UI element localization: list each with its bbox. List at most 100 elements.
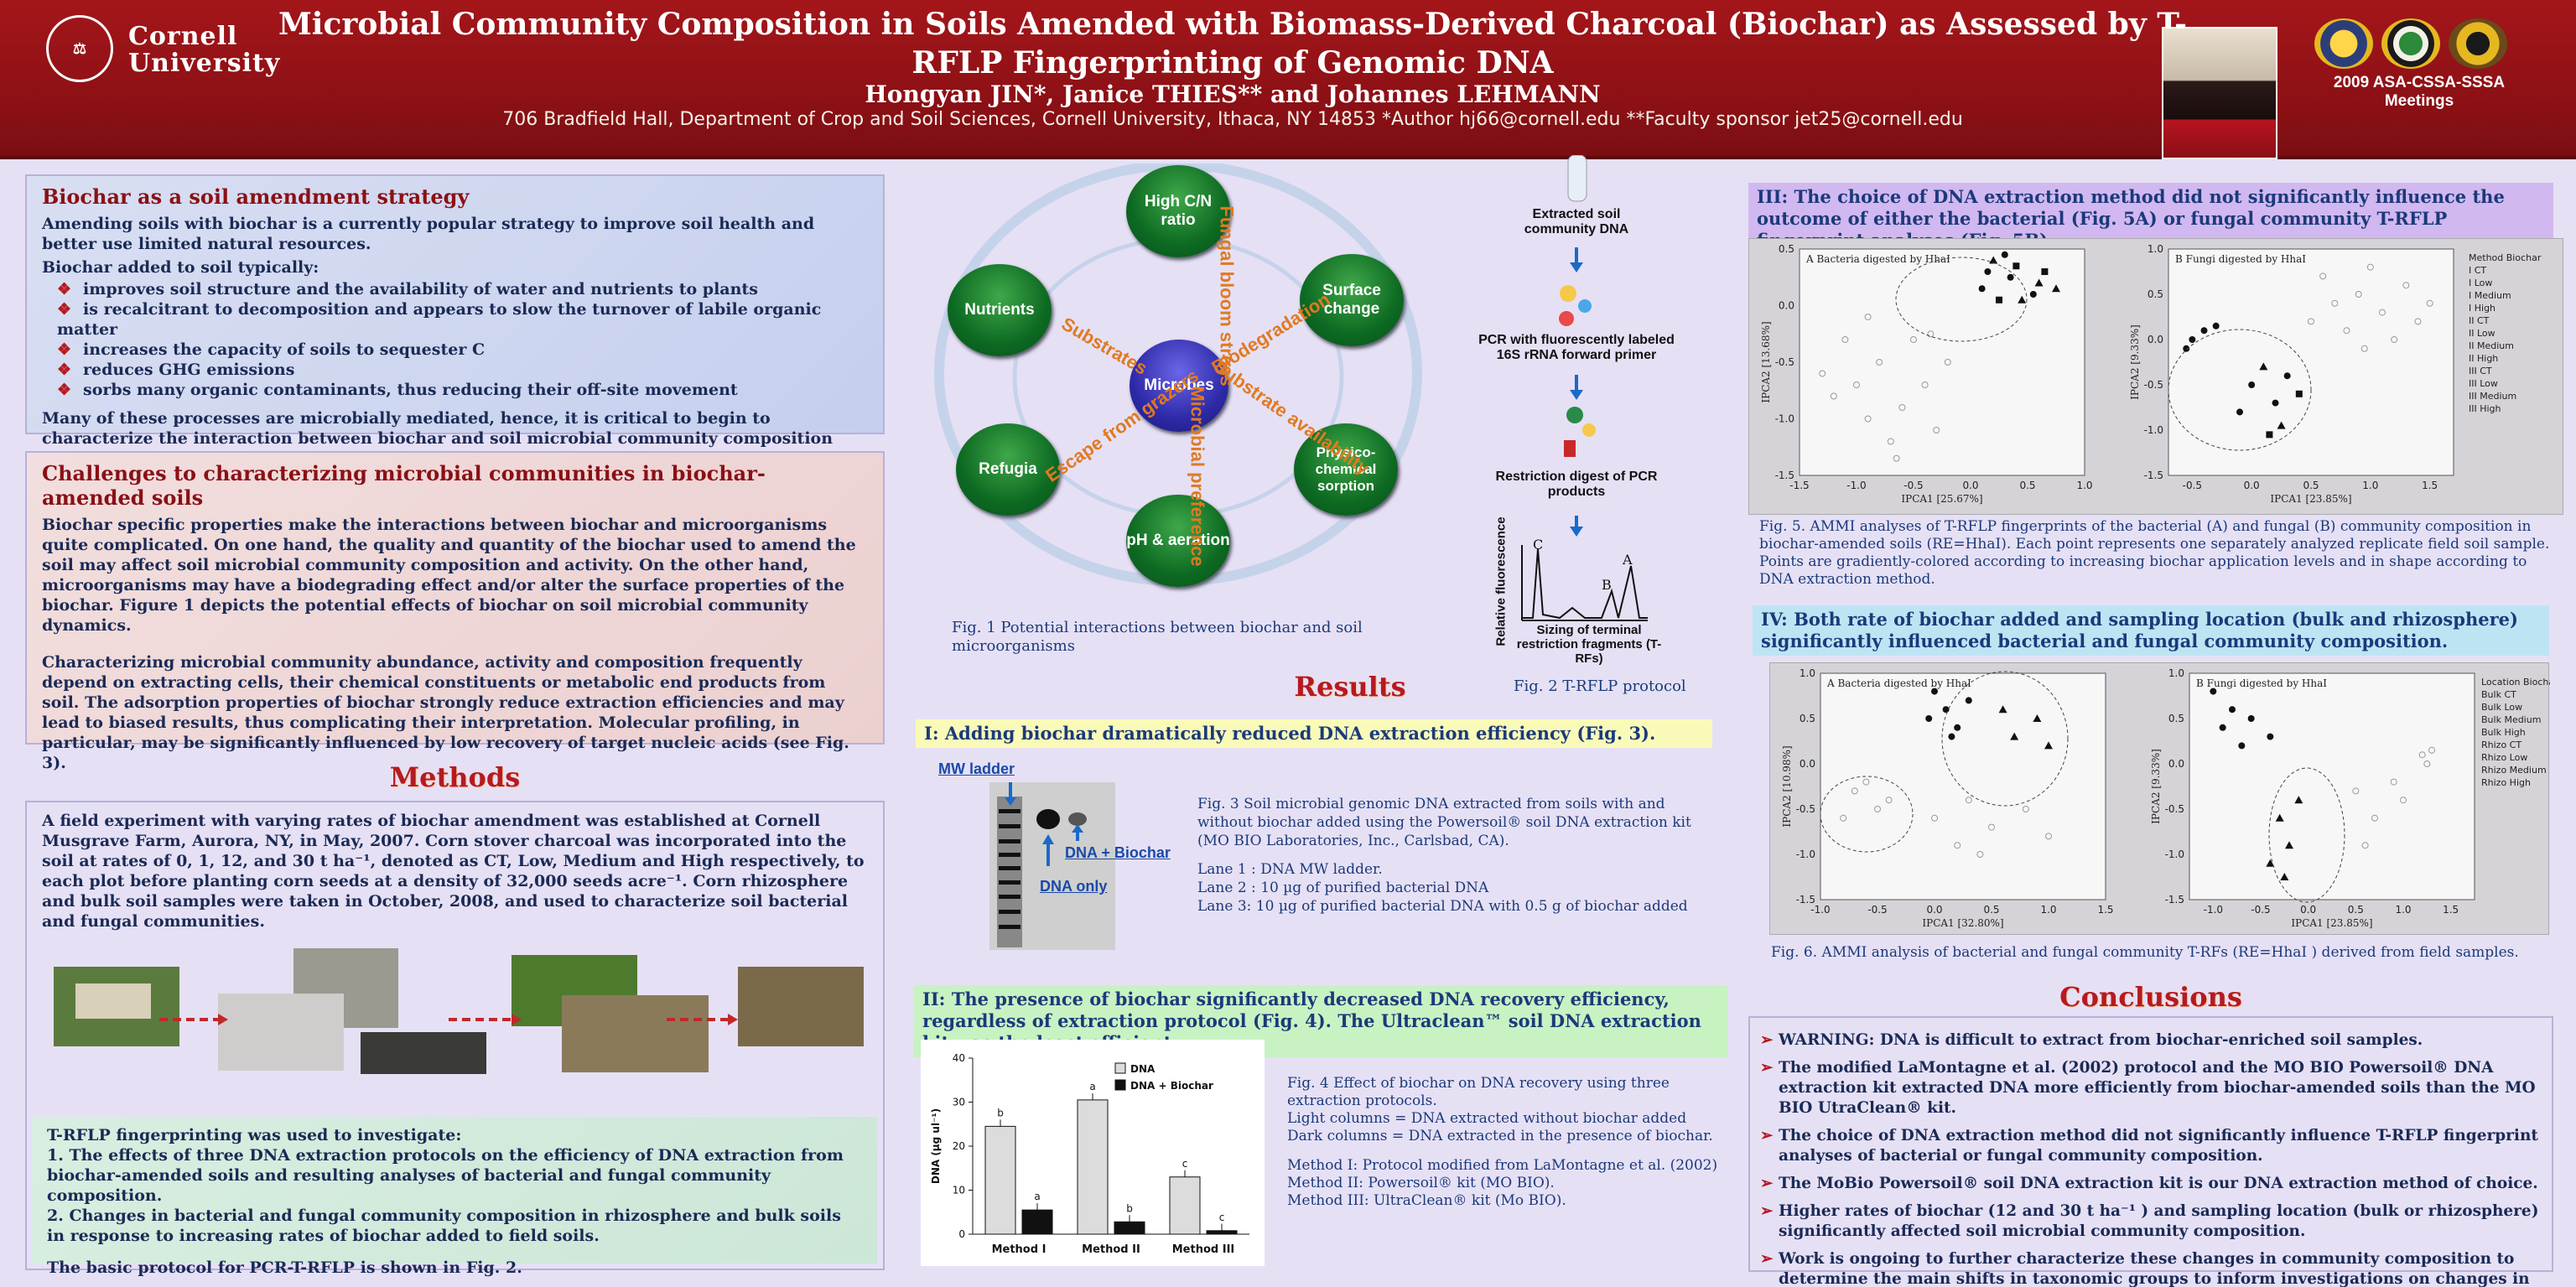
meetings-label: 2009 ASA-CSSA-SSSA Meetings [2333, 74, 2506, 110]
significance-letter: b [1126, 1202, 1133, 1214]
x-tick-label: -1.0 [2204, 904, 2223, 916]
legend-entry: Method Biochar [2469, 252, 2542, 263]
list-item: is recalcitrant to decomposition and app… [57, 299, 868, 340]
data-point [2379, 309, 2386, 316]
data-point [2390, 778, 2397, 786]
data-point [1864, 314, 1872, 320]
cornell-seal-icon: ⚖ [46, 15, 113, 82]
x-axis-label: IPCA1 [32.80%] [1922, 917, 2003, 929]
legend-swatch [1114, 1062, 1126, 1074]
data-point [2295, 390, 2303, 397]
y-tick-label: 0.5 [1800, 713, 1815, 724]
legend-entry: III Medium [2469, 391, 2516, 402]
data-point [1948, 733, 1955, 740]
y-axis-label: IPCA2 [9.33%] [2150, 749, 2162, 824]
data-point [1830, 392, 1837, 400]
cluster-ellipse [1895, 257, 2028, 342]
methods-heading: Methods [389, 761, 521, 793]
step-extracted-dna: Extracted soil community DNA [1524, 207, 1629, 236]
x-tick-label: Method III [1172, 1243, 1235, 1256]
y-tick-label: 1.0 [2168, 667, 2184, 679]
y-axis-label: DNA (µg ul⁻¹) [930, 1108, 942, 1184]
conclusion-item: The MoBio Powersoil® soil DNA extraction… [1760, 1174, 2542, 1194]
y-tick-label: -1.5 [1775, 470, 1794, 481]
fig2-caption: Fig. 2 T-RFLP protocol [1514, 677, 1686, 695]
x-tick-label: 0.5 [1983, 904, 1999, 916]
x-tick-label: Method II [1082, 1243, 1140, 1256]
fig2-xlabel: Sizing of terminal restriction fragments… [1516, 623, 1662, 666]
data-point [1841, 336, 1849, 343]
x-tick-label: 0.5 [2348, 904, 2364, 916]
x-tick-label: 0.5 [2019, 480, 2035, 491]
y-tick-label: 30 [953, 1097, 965, 1108]
methods-para: A field experiment with varying rates of… [42, 812, 865, 931]
methods-section: A field experiment with varying rates of… [25, 801, 885, 1270]
data-point [1931, 688, 1938, 695]
x-axis-label: IPCA1 [25.67%] [1901, 493, 1982, 505]
data-point [2229, 706, 2236, 714]
corn-roots-photo [738, 967, 864, 1046]
legend-entry: Rhizo High [2481, 777, 2531, 788]
biochar-list-intro: Biochar added to soil typically: [42, 258, 319, 277]
data-point [2285, 841, 2293, 849]
university-name-line1: Cornell [128, 22, 238, 51]
x-tick-label: 0.0 [2244, 480, 2260, 491]
data-point [1965, 797, 1972, 804]
x-tick-label: 1.5 [2422, 480, 2438, 491]
y-tick-label: -0.5 [2165, 803, 2184, 815]
y-tick-label: 0 [958, 1228, 965, 1240]
data-point [2052, 284, 2060, 293]
legend-entry: II Low [2469, 328, 2496, 339]
node-surface-change: Surface change [1300, 254, 1404, 346]
data-point [2423, 760, 2431, 767]
gel-dna-only-label: DNA only [1040, 878, 1108, 895]
data-point [2352, 787, 2360, 795]
fig3-caption-text: Fig. 3 Soil microbial genomic DNA extrac… [1197, 796, 1691, 849]
x-axis-label: IPCA1 [23.85%] [2270, 493, 2351, 505]
trflp-box: T-RFLP fingerprinting was used to invest… [32, 1117, 877, 1277]
node-refugia: Refugia [956, 423, 1060, 516]
fig5-caption: Fig. 5. AMMI analyses of T-RFLP fingerpr… [1759, 518, 2550, 588]
trflp-item-2: 2. Changes in bacterial and fungal commu… [47, 1207, 841, 1245]
data-point [2007, 273, 2014, 281]
significance-letter: b [997, 1107, 1004, 1118]
data-point [2236, 408, 2243, 416]
y-tick-label: 0.0 [2148, 334, 2163, 345]
y-tick-label: 20 [953, 1140, 965, 1152]
data-point [1927, 330, 1935, 338]
spoke-microbial-preference: Microbial preference [1187, 386, 1208, 567]
data-point [1988, 823, 1995, 831]
bar [1077, 1099, 1109, 1235]
bar [1206, 1230, 1238, 1235]
conclusion-item: The modified LaMontagne et al. (2002) pr… [1760, 1058, 2542, 1118]
conclusions-heading: Conclusions [2059, 981, 2242, 1013]
y-axis-label: IPCA2 [9.33%] [2129, 324, 2141, 400]
legend-entry: I High [2469, 303, 2496, 314]
node-physico-chemical-sorption: Physico-chemical sorption [1294, 423, 1398, 516]
data-point [2331, 299, 2339, 307]
data-point [1851, 787, 1858, 795]
legend-entry: Bulk High [2481, 727, 2526, 738]
x-tick-label: -0.5 [1867, 904, 1887, 916]
data-point [2308, 318, 2314, 325]
fig4-caption-2: Light columns = DNA extracted without bi… [1287, 1110, 1687, 1127]
plot-area [1799, 248, 2085, 476]
list-item: increases the capacity of soils to seque… [57, 340, 868, 360]
legend-entry: III CT [2469, 366, 2492, 376]
data-point [1862, 778, 1870, 786]
cluster-ellipse [1941, 671, 2069, 807]
y-tick-label: -0.5 [2144, 379, 2163, 391]
fig4-method-3: Method III: UltraClean® kit (Mo BIO). [1287, 1192, 1566, 1209]
y-tick-label: 0.5 [1779, 243, 1794, 255]
data-point [1893, 454, 1900, 462]
data-point [1876, 359, 1883, 366]
data-point [1887, 438, 1894, 445]
y-tick-label: -1.0 [1796, 848, 1815, 860]
trflp-item-1: 1. The effects of three DNA extraction p… [47, 1146, 844, 1205]
data-point [2259, 362, 2268, 371]
data-point [2426, 299, 2433, 307]
data-point [2418, 751, 2426, 759]
data-point [1984, 268, 1992, 275]
